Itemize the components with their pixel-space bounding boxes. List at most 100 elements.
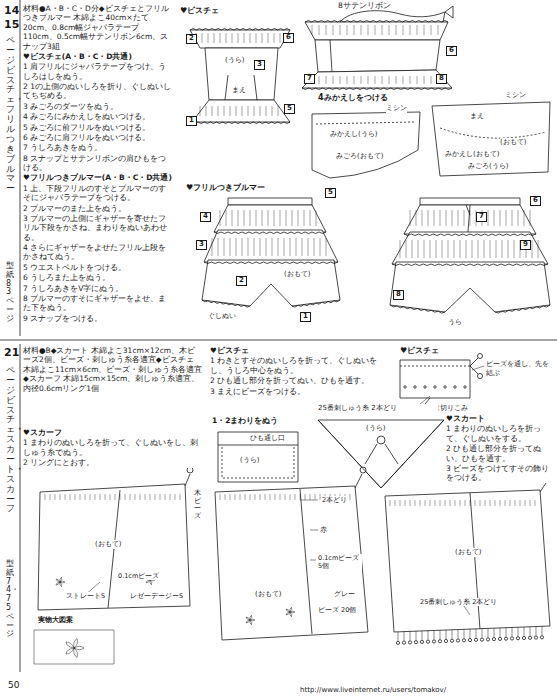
label-holder: 50 (8, 680, 19, 691)
label-text: 9 スナップをつける。 (23, 314, 173, 323)
callout-number: 9 (520, 240, 531, 250)
label-text: 3 ビーズをつけてすその飾りをつける。 (446, 464, 554, 483)
scarf (318, 420, 444, 488)
repeat-stroke (312, 25, 438, 35)
label-holder: 15 (4, 18, 19, 32)
bead (396, 641, 399, 644)
heading-text: 実物大図案 (38, 616, 73, 625)
label-text: (うら) (240, 456, 259, 465)
label-holder: 3 ブルマーの上側にギャザーを寄せたフリル下段をかさね、まわりをぬいあわせる。 (23, 214, 173, 242)
label-holder: 2 ブルマーのまた上をぬう。 (23, 204, 173, 213)
label-text: みかえし(おもて) (445, 150, 499, 159)
label-holder: (おもて) (284, 270, 310, 279)
label-text: 25番刺しゅう糸 2本どり (420, 598, 530, 606)
label-holder: 3 みごろのダーツをぬう。 (23, 102, 173, 111)
bead (492, 638, 495, 641)
bead (450, 639, 453, 642)
label-text: みごろ(おもて) (336, 152, 383, 161)
tube-bustier (400, 354, 483, 405)
label-text: 6 うしろまた上をぬう。 (23, 273, 173, 282)
heading-text: 4みかえしをつける (318, 93, 388, 103)
label-text: ビーズを通し、先を結ぶ (486, 360, 554, 378)
bead (534, 636, 537, 639)
label-text: 1 上、下段フリルのすそとブルマーのすそにジャバラテープをつける。 (23, 184, 173, 203)
label-holder: ストレートS (66, 592, 105, 600)
repeat-stroke (398, 626, 542, 641)
label-holder: 1 上、下段フリルのすそとブルマーのすそにジャバラテープをつける。 (23, 184, 173, 203)
bead (456, 639, 459, 642)
repeat-stroke (400, 240, 538, 258)
bead (510, 637, 513, 640)
callout-number: 8 (393, 290, 404, 300)
label-holder: 5 みごろに前フリルをぬいつける。 (23, 123, 173, 132)
bead (404, 386, 406, 388)
label-holder: ビーズを通し、先を結ぶ (486, 360, 554, 378)
label-text: 8 ブルマーのすそにギャザーをよせ、また下をぬう。 (23, 294, 173, 313)
bead (408, 641, 411, 644)
bead (468, 638, 471, 641)
callout-number: 1 (186, 116, 197, 126)
label-holder: 2 (186, 34, 197, 44)
label-text: 材料●A・B・C・D分◆ビスチェとフリルつきブルマー 木綿よこ40cm×たて20… (23, 4, 173, 51)
label-holder: 25番刺しゅう糸 2本どり (420, 598, 530, 606)
repeat-stroke (410, 210, 530, 226)
callout-number: 3 (254, 60, 265, 70)
label-text: (おもて) (284, 270, 310, 279)
label-text: (おもて) (95, 540, 121, 549)
label-holder: ぐしぬい (208, 312, 236, 321)
heading-text: ♥ビスチェ(A・B・C・D共通) (23, 52, 173, 61)
label-holder: ♥スカート (446, 414, 554, 423)
bead (444, 386, 446, 388)
label-holder: ♥ビスチェ (180, 6, 219, 16)
bead (474, 638, 477, 641)
label-holder: 6 うしろまた上をぬう。 (23, 273, 173, 282)
bead (432, 640, 435, 643)
heading-text: ♥スカート (446, 414, 554, 423)
label-holder: 3 (196, 240, 207, 250)
repeat-stroke (302, 88, 452, 90)
repeat-stroke (246, 615, 255, 625)
heading-text: 1・2まわりをぬう (212, 416, 278, 425)
bead (424, 386, 426, 388)
label-text: 5 ウエストベルトをつける。 (23, 263, 173, 272)
label-holder: 25番刺しゅう糸 2本どり (318, 404, 438, 413)
bead (464, 386, 466, 388)
heading-text: 21 (4, 346, 19, 360)
label-text: 8サテンリボン (338, 1, 391, 10)
label-text: 2本どり (322, 496, 347, 504)
repeat-stroke (381, 420, 444, 488)
label-holder: 6 みごろに肩フリルをぬいつける。 (23, 133, 173, 142)
label-text: ミシン (505, 91, 526, 100)
repeat-stroke (204, 262, 338, 264)
callout-number: 2 (186, 34, 197, 44)
label-holder: 2 リングにとおす。 (23, 458, 203, 467)
label-text: (うら) (225, 56, 244, 65)
label-text: 4 さらにギャザーをよせたフリル上段をかさねてぬう。 (23, 243, 173, 262)
bead (414, 386, 416, 388)
repeat-stroke (45, 494, 180, 500)
label-holder: まえ (470, 112, 484, 121)
label-text: まえ (470, 112, 484, 121)
label-text: (おもて) (255, 590, 281, 599)
piece-hem (218, 432, 298, 482)
label-holder: 9 (520, 240, 531, 250)
label-text: まえ (232, 86, 246, 95)
bloomers-back (390, 198, 550, 312)
label-holder: (おもて) (500, 138, 526, 147)
label-holder: 4 (200, 212, 211, 222)
callout-number: 6 (283, 33, 294, 43)
heading-text: ♥ビスチェ (400, 346, 439, 356)
label-text: 3 みごろのダーツをぬう。 (23, 102, 173, 111)
label-holder: 0.1cmビーズ (118, 572, 159, 580)
callout-number: 8 (436, 74, 447, 84)
label-holder: ひも通し口 (250, 434, 285, 443)
label-holder: 8 (436, 74, 447, 84)
label-holder: 9 スナップをつける。 (23, 314, 173, 323)
repeat-stroke (192, 122, 290, 124)
label-text: 材料●B◆スカート 木綿よこ31cm×12cm、木ビーズ2個、ビーズ・刺しゅう糸… (23, 346, 203, 393)
bead (480, 638, 483, 641)
label-holder: ♥ビスチェ(A・B・C・D共通) (23, 52, 173, 61)
label-holder: ♥スカーフ (23, 428, 203, 437)
label-holder: ♥ビスチェ (400, 346, 439, 356)
bead (498, 637, 501, 640)
